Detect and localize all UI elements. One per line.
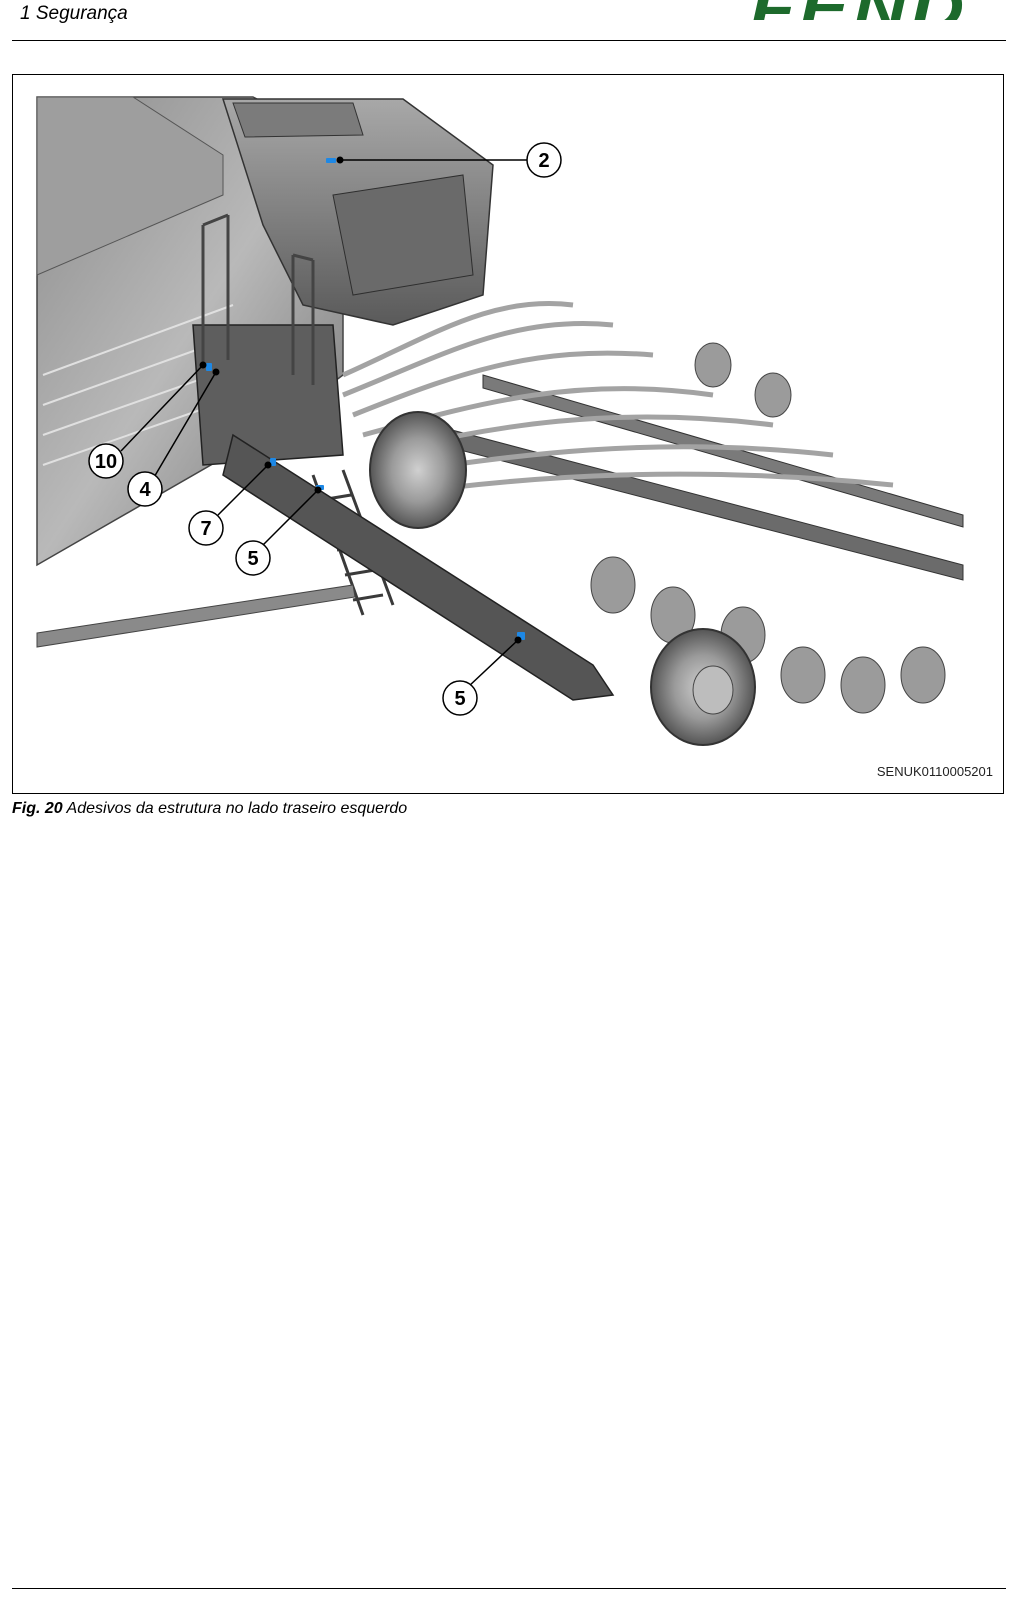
callout-5-upper: 5 [235, 540, 271, 576]
brand-logo-text: FENDT [750, 0, 980, 20]
rear-wheel-hub [692, 665, 734, 715]
callout-4: 4 [127, 471, 163, 507]
machine-illustration: 2 10 4 7 5 5 [36, 96, 964, 746]
leader-dots [199, 156, 522, 644]
coulter-discs [590, 342, 946, 714]
header-rule [12, 40, 1006, 41]
drawbar [36, 584, 356, 648]
callout-5-lower: 5 [442, 680, 478, 716]
hopper-top-panel [36, 96, 224, 276]
footer-rule [12, 1588, 1006, 1589]
handrail [201, 213, 315, 385]
center-wheel [369, 411, 467, 529]
callout-2-label: 2 [538, 150, 549, 172]
hopper-stripes [42, 304, 244, 466]
leader-lines [120, 159, 528, 688]
figure-caption: Fig. 20 Adesivos da estrutura no lado tr… [12, 800, 407, 818]
figure-frame: 2 10 4 7 5 5 SENUK0110005201 [12, 74, 1004, 794]
callout-5-upper-label: 5 [247, 548, 258, 570]
callout-7: 7 [188, 510, 224, 546]
tank-front-panel [332, 174, 474, 296]
rear-bar [482, 374, 964, 528]
seed-hoses [341, 300, 894, 498]
platform [192, 324, 344, 466]
tank-lid [232, 102, 364, 138]
figure-caption-text: Adesivos da estrutura no lado traseiro e… [62, 800, 408, 817]
callout-5-lower-label: 5 [454, 688, 465, 710]
callout-4-label: 4 [139, 479, 151, 501]
callout-10: 10 [88, 443, 124, 479]
page-header-title: 1 Segurança [20, 3, 128, 24]
brand-logo: FENDT [750, 0, 980, 20]
figure-label: Fig. 20 [12, 800, 63, 817]
figure-code: SENUK0110005201 [876, 764, 993, 779]
callout-2: 2 [526, 142, 562, 178]
frame-beam [222, 433, 615, 701]
callout-7-label: 7 [200, 518, 211, 540]
callout-10-label: 10 [95, 451, 117, 473]
